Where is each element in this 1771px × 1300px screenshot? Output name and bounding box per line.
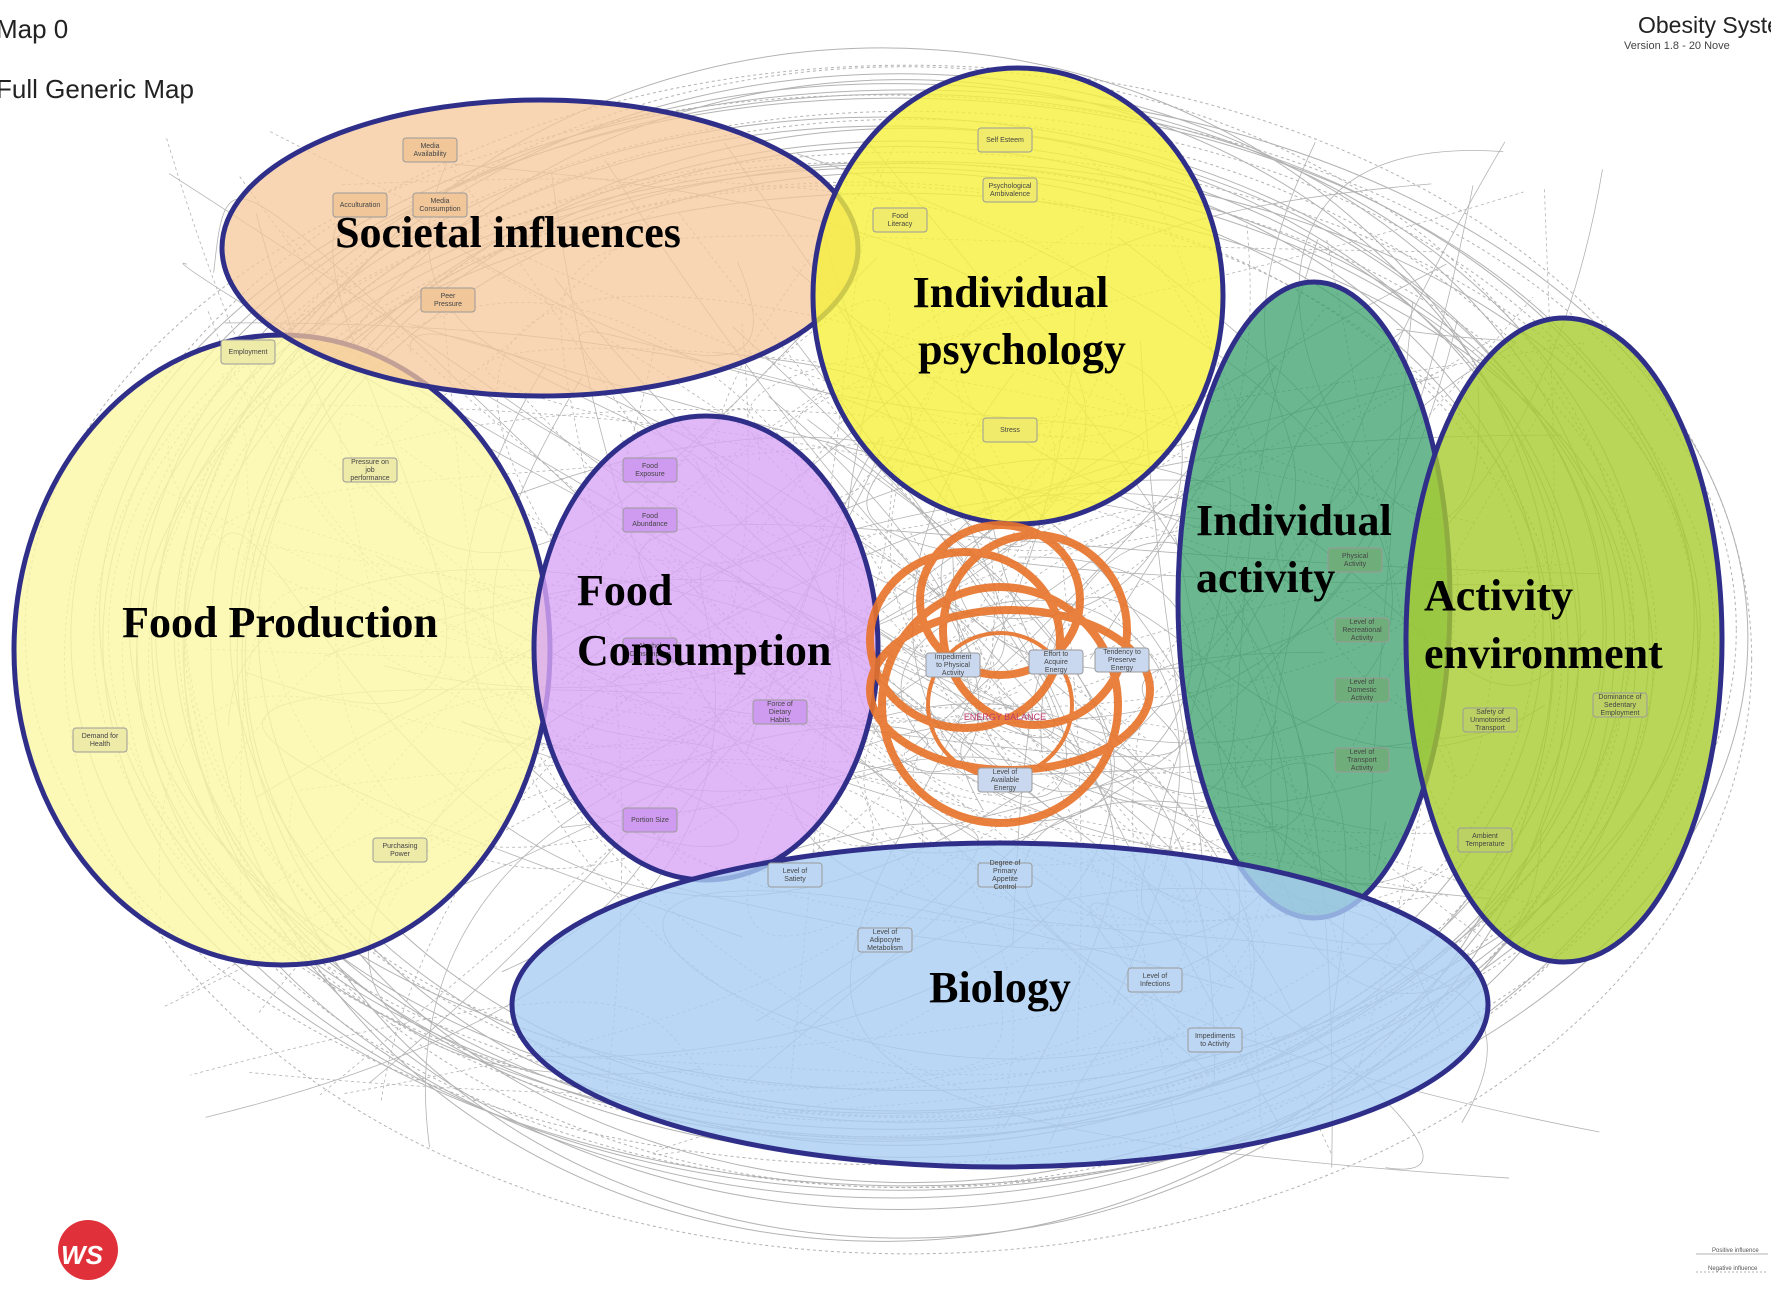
node-stress[interactable]: Stress: [982, 417, 1038, 443]
cluster-biology[interactable]: [509, 840, 1491, 1170]
influence-legend: Positive influence Negative influence: [1696, 1248, 1768, 1273]
label-food-consumption: Food Consumption: [577, 566, 831, 675]
map-subtitle: Full Generic Map: [0, 74, 194, 104]
node-self-esteem[interactable]: Self Esteem: [977, 127, 1033, 153]
node-portion-size[interactable]: Portion Size: [622, 807, 678, 833]
cluster-activity-environment[interactable]: [1403, 315, 1725, 965]
node-employment[interactable]: Employment: [220, 339, 276, 365]
label-food-production: Food Production: [122, 598, 438, 647]
label-individual-activity: Individual activity: [1196, 496, 1403, 602]
label-biology: Biology: [929, 963, 1071, 1012]
energy-balance-label: ENERGY BALANCE: [964, 712, 1046, 722]
node-acculturation[interactable]: Acculturation: [332, 192, 388, 218]
node-label: Employment: [229, 349, 268, 356]
node-label: Portion Size: [631, 817, 669, 824]
svg-text:WS: WS: [61, 1240, 104, 1270]
cluster-food-production[interactable]: [11, 332, 553, 968]
node-label: Self Esteem: [986, 137, 1024, 144]
label-individual-psychology: Individual psychology: [913, 268, 1126, 374]
node-label: Stress: [1000, 427, 1020, 434]
version-text: Version 1.8 - 20 Nove: [1624, 40, 1730, 52]
ws-logo: WS: [58, 1220, 118, 1280]
node-label: Acculturation: [340, 202, 381, 209]
label-activity-environment: Activity environment: [1424, 571, 1663, 678]
cluster-regions: [11, 65, 1725, 1170]
legend-negative: Negative influence: [1708, 1266, 1758, 1272]
system-title: Obesity Syste: [1638, 12, 1771, 38]
legend-positive: Positive influence: [1712, 1248, 1759, 1254]
label-societal-influences: Societal influences: [335, 208, 681, 257]
map-title: Map 0: [0, 14, 69, 44]
